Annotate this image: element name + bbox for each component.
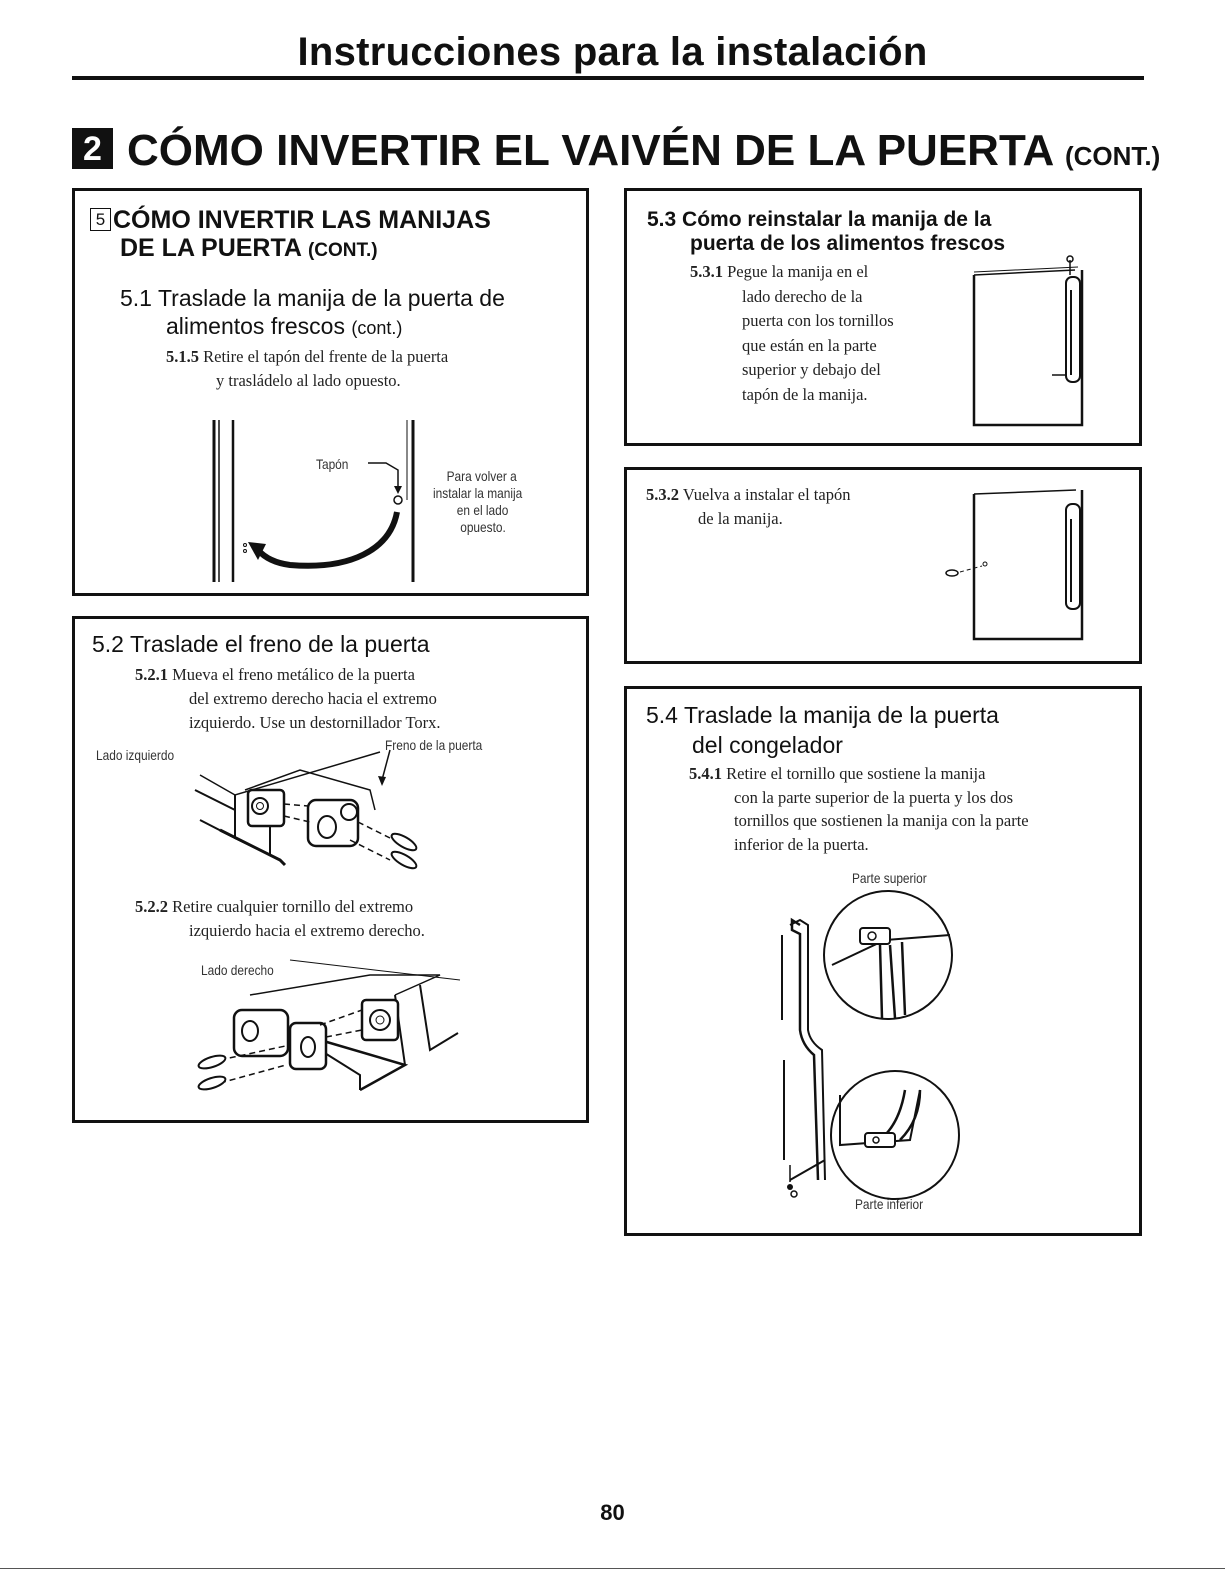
box-5-3-heading-line2: puerta de los alimentos frescos	[690, 232, 1006, 255]
step-5-3-2-line2: de la manija.	[698, 509, 783, 528]
step-5-3-1-line2: lado derecho de la	[742, 286, 863, 306]
box-5-2-heading-num: 5.2	[92, 631, 124, 657]
step-5-3-2-line1: Vuelva a instalar el tapón	[682, 485, 851, 504]
label-tapon: Tapón	[316, 456, 349, 472]
bottom-rule	[0, 1568, 1225, 1569]
step-5-2-1-line1: Mueva el freno metálico de la puerta	[172, 665, 415, 684]
box-5-4-heading-line1: Traslade la manija de la puerta	[683, 702, 999, 728]
step-5-3-1-line3: puerta con los tornillos	[742, 311, 894, 330]
box-5-1	[72, 188, 589, 596]
label-para-volver-line3: en el lado	[456, 502, 509, 518]
step-5-3-1-num: 5.3.1	[690, 262, 723, 281]
step-5-1-5-line1: Retire el tapón del frente de la puerta	[203, 347, 449, 366]
step-5-2-2: 5.2.2 Retire cualquier tornillo del extr…	[135, 895, 425, 943]
box-5-number: 5	[90, 208, 111, 231]
step-5-2-2-line1: Retire cualquier tornillo del extremo	[172, 897, 414, 916]
header-rule	[72, 76, 1144, 80]
box-5-4-heading-num: 5.4	[646, 702, 678, 728]
step-5-3-2-num: 5.3.2	[646, 485, 679, 504]
section-title-text: CÓMO INVERTIR EL VAIVÉN DE LA PUERTA	[127, 126, 1053, 175]
reinstall-plug-illustration	[945, 489, 1084, 641]
box-5-3-2	[624, 467, 1142, 664]
step-5-4-1: 5.4.1 Retire el tornillo que sostiene la…	[689, 762, 1029, 856]
box-5-2	[72, 616, 589, 1123]
step-5-3-1-line4: que están en la parte	[742, 335, 877, 355]
label-para-volver: Para volver a instalar la manija en el l…	[433, 468, 522, 536]
step-5-4-1-line1: Retire el tornillo que sostiene la manij…	[726, 764, 986, 783]
sub-5-1-line2: alimentos frescos	[166, 313, 345, 339]
step-5-4-1-line4: inferior de la puerta.	[734, 834, 869, 854]
sub-5-1-cont: (cont.)	[351, 318, 403, 338]
door-handle-reinstall-illustration	[972, 255, 1084, 427]
step-5-4-1-line3: tornillos que sostienen la manija con la…	[734, 811, 1029, 830]
step-5-2-1: 5.2.1 Mueva el freno metálico de la puer…	[135, 663, 441, 735]
section-number-badge: 2	[72, 128, 113, 169]
step-5-3-1: 5.3.1 Pegue la manija en el lado derecho…	[690, 260, 894, 407]
box-5-2-heading-text: Traslade el freno de la puerta	[129, 631, 430, 657]
box-5-title-cont: (CONT.)	[307, 240, 378, 261]
box-5-2-heading: 5.2 Traslade el freno de la puerta	[92, 630, 430, 658]
step-5-4-1-line2: con la parte superior de la puerta y los…	[734, 787, 1014, 807]
label-para-volver-line4: opuesto.	[460, 519, 506, 535]
plug-transfer-illustration	[212, 420, 415, 582]
box-5-4	[624, 686, 1142, 1236]
page-number: 80	[600, 1500, 625, 1525]
step-5-2-1-line2: del extremo derecho hacia el extremo	[189, 689, 437, 708]
step-5-3-1-line5: superior y debajo del	[742, 360, 881, 379]
step-5-4-1-num: 5.4.1	[689, 764, 722, 783]
step-5-1-5: 5.1.5 Retire el tapón del frente de la p…	[166, 345, 448, 393]
step-5-2-2-line2: izquierdo hacia el extremo derecho.	[189, 921, 425, 940]
label-freno-puerta: Freno de la puerta	[385, 737, 483, 753]
step-5-1-5-num: 5.1.5	[166, 347, 199, 366]
sub-5-1-heading: 5.1 Traslade la manija de la puerta de a…	[120, 284, 505, 342]
box-5-3-heading-line1: Cómo reinstalar la manija de la	[682, 208, 992, 231]
label-parte-inferior: Parte inferior	[855, 1196, 924, 1212]
box-5-3	[624, 188, 1142, 446]
label-lado-izquierdo: Lado izquierdo	[96, 747, 175, 763]
box-5-4-heading: 5.4 Traslade la manija de la puerta del …	[646, 700, 999, 760]
label-para-volver-line1: Para volver a	[446, 468, 517, 484]
step-5-3-2: 5.3.2 Vuelva a instalar el tapón de la m…	[646, 483, 850, 531]
box-5-3-heading-num: 5.3	[647, 208, 677, 231]
label-lado-derecho: Lado derecho	[201, 962, 274, 978]
step-5-2-1-line3: izquierdo. Use un destornillador Torx.	[189, 713, 441, 732]
box-5-title-line2: DE LA PUERTA	[120, 234, 302, 262]
sub-5-1-num: 5.1	[120, 285, 152, 311]
box-5-4-heading-line2: del congelador	[692, 732, 843, 758]
sub-5-1-line1: Traslade la manija de la puerta de	[157, 285, 505, 311]
section-title: 2 CÓMO INVERTIR EL VAIVÉN DE LA PUERTA (C…	[72, 126, 1160, 176]
section-title-cont: (CONT.)	[1064, 141, 1161, 171]
page-header-title: Instrucciones para la instalación	[297, 30, 928, 74]
door-stop-left-illustration	[194, 749, 418, 870]
step-5-3-1-line1: Pegue la manija en el	[727, 262, 869, 281]
step-5-2-2-num: 5.2.2	[135, 897, 168, 916]
step-5-2-1-num: 5.2.1	[135, 665, 168, 684]
step-5-1-5-line2: y trasládelo al lado opuesto.	[216, 371, 401, 390]
step-5-3-1-line6: tapón de la manija.	[742, 384, 868, 404]
label-para-volver-line2: instalar la manija	[433, 485, 523, 501]
label-parte-superior: Parte superior	[852, 870, 927, 886]
box-5-title-line1: CÓMO INVERTIR LAS MANIJAS	[113, 206, 491, 234]
freezer-handle-illustration	[781, 890, 960, 1200]
box-5-3-heading: 5.3 Cómo reinstalar la manija de la puer…	[647, 208, 1005, 256]
door-stop-right-illustration	[197, 959, 461, 1092]
